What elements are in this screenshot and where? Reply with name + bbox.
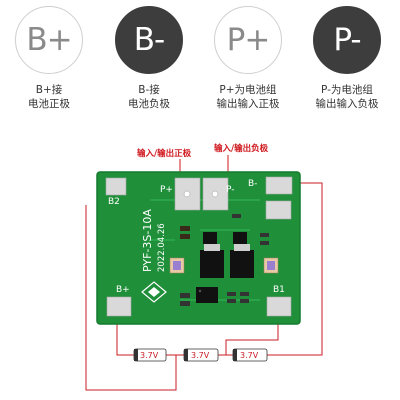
pad-p-minus-label: P-: [226, 185, 234, 195]
pad-p-plus-label: P+: [160, 185, 173, 195]
mosfet-small-left: [203, 232, 217, 244]
pad-b-mid: [265, 200, 292, 220]
pad-p-minus: P-: [202, 177, 234, 211]
terminal-p-plus-symbol: P+: [214, 6, 282, 74]
wire-b1: [225, 323, 279, 355]
pad-b2-label: B2: [108, 197, 120, 207]
board-logo: [141, 281, 167, 303]
pad-b1: B1: [266, 285, 292, 317]
smd-components: [180, 214, 269, 306]
terminal-p-plus-line1: P+为电池组: [219, 84, 277, 96]
terminal-b-minus-line2: 电池负极: [128, 98, 170, 110]
terminal-b-plus-line2: 电池正极: [28, 98, 70, 110]
pad-b-minus-label: B-: [248, 179, 257, 189]
terminal-p-minus-line1: P-为电池组: [321, 84, 373, 96]
board-model: PYF-3S-10A: [141, 209, 154, 272]
pad-p-plus: P+: [160, 177, 201, 211]
terminal-p-plus-line2: 输出输入正极: [216, 98, 280, 110]
pad-b-minus: B-: [248, 176, 293, 195]
battery-cell-1: 3.7V: [133, 348, 167, 362]
terminal-p-plus-desc: P+为电池组 输出输入正极: [205, 83, 291, 111]
battery-cell-2: 3.7V: [183, 348, 219, 362]
terminal-p-minus-symbol: P-: [313, 6, 381, 74]
terminal-b-plus: B+ B+接 电池正极: [6, 6, 92, 111]
terminal-b-plus-symbol: B+: [15, 6, 83, 74]
wire-b-plus: [116, 323, 134, 356]
terminal-b-plus-desc: B+接 电池正极: [6, 83, 92, 111]
callout-negative-label: 输入/输出负极: [214, 143, 269, 154]
pad-b-plus: B+: [106, 285, 132, 317]
terminal-p-minus: P- P-为电池组 输出输入负极: [304, 6, 390, 111]
pad-b1-label: B1: [273, 285, 285, 295]
terminal-b-minus-desc: B-接 电池负极: [106, 83, 192, 111]
control-ic: [196, 287, 218, 303]
terminal-b-minus-line1: B-接: [138, 84, 160, 96]
board-date: 2022.04.26: [157, 223, 167, 272]
battery-cell-3-voltage: 3.7V: [240, 351, 259, 360]
terminal-b-plus-line1: B+接: [35, 84, 63, 96]
pad-b-plus-label: B+: [116, 285, 130, 295]
led-pad-right: [267, 261, 275, 270]
terminal-p-minus-line2: 输出输入负极: [315, 98, 379, 110]
battery-cell-2-voltage: 3.7V: [191, 351, 210, 360]
terminal-b-minus-symbol: B-: [115, 6, 183, 74]
callout-positive-label: 输入/输出正极: [137, 148, 192, 159]
mosfet-left: [200, 244, 224, 278]
terminal-b-minus: B- B-接 电池负极: [106, 6, 192, 111]
mosfet-small-right: [233, 232, 247, 244]
terminal-p-minus-desc: P-为电池组 输出输入负极: [304, 83, 390, 111]
wire-b2: [85, 205, 177, 391]
terminal-p-plus: P+ P+为电池组 输出输入正极: [205, 6, 291, 111]
battery-cell-1-voltage: 3.7V: [140, 351, 159, 360]
led-pad-left: [173, 261, 181, 270]
mosfet-right: [230, 244, 254, 278]
pad-b2: B2: [105, 177, 127, 207]
battery-cell-3: 3.7V: [232, 348, 268, 362]
